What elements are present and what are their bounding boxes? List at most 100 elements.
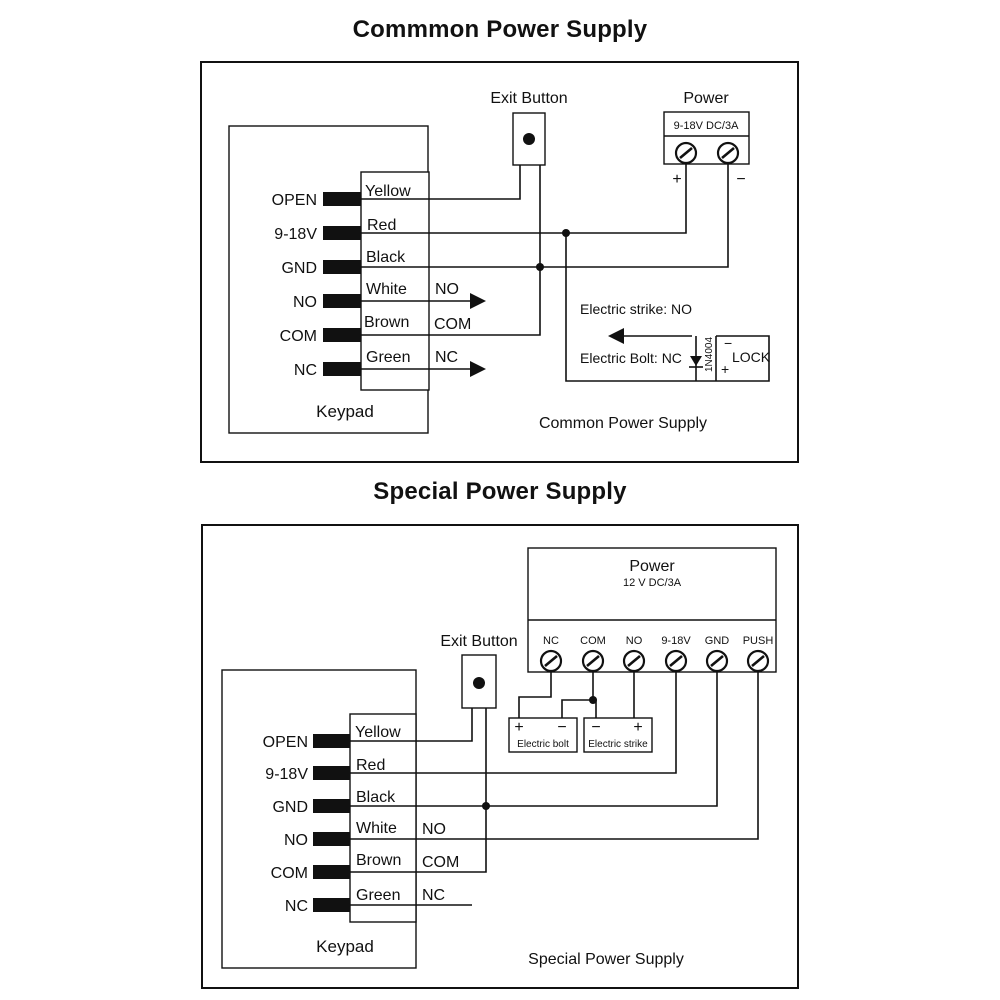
common-diode-label: 1N4004 (704, 337, 715, 372)
special-screw-nc (539, 649, 563, 673)
special-pin-open (313, 734, 350, 748)
common-junction-red (562, 229, 570, 237)
common-output-no: NO (435, 281, 459, 298)
special-wire-label-white: White (356, 820, 397, 837)
common-lock-label: LOCK (732, 349, 771, 365)
common-wire-label-green: Green (366, 349, 410, 366)
special-wire-label-brown: Brown (356, 852, 401, 869)
special-wire-terminal-strip (349, 713, 417, 923)
special-output-no: NO (422, 821, 446, 838)
special-power-spec: 12 V DC/3A (623, 577, 682, 589)
common-caption: Common Power Supply (539, 415, 707, 432)
common-power-title: Power (683, 90, 729, 107)
special-junction-gnd (482, 802, 490, 810)
special-keypad-label: Keypad (316, 937, 374, 956)
common-strike-arrow (608, 328, 624, 344)
common-pin-label-nc: NC (294, 362, 317, 379)
common-pin-no (323, 294, 361, 308)
common-exit-button-dot (523, 133, 535, 145)
common-power-plus-screw (674, 141, 698, 165)
special-strike-minus: − (591, 719, 600, 736)
special-pin-label-9-18v: 9-18V (265, 766, 308, 783)
special-pin-gnd (313, 799, 350, 813)
common-power-minus-sign: − (736, 171, 745, 188)
special-wire-label-black: Black (356, 789, 396, 806)
common-pin-open (323, 192, 361, 206)
special-electric-strike (583, 717, 653, 753)
common-pin-gnd (323, 260, 361, 274)
common-wire-label-yellow: Yellow (365, 183, 411, 200)
common-pin-com (323, 328, 361, 342)
special-terminal-com: COM (580, 635, 606, 647)
common-power-minus-screw (716, 141, 740, 165)
common-keypad-pins (323, 192, 361, 376)
common-keypad-label: Keypad (316, 402, 374, 421)
common-wires (361, 163, 770, 382)
special-output-nc: NC (422, 887, 445, 904)
special-terminal-labels: NC COM NO 9-18V GND PUSH (543, 635, 773, 647)
common-bolt-note: Electric Bolt: NC (580, 350, 682, 366)
special-screw-com (581, 649, 605, 673)
special-exit-button-label: Exit Button (440, 633, 517, 650)
common-nc-arrow (470, 361, 486, 377)
special-power-box (527, 547, 777, 673)
special-screw-gnd (705, 649, 729, 673)
special-wire-label-green: Green (356, 887, 400, 904)
special-screw-9-18v (664, 649, 688, 673)
common-wire-label-white: White (366, 281, 407, 298)
common-diagram-frame (200, 61, 799, 463)
special-wire-label-yellow: Yellow (355, 724, 401, 741)
common-strike-note: Electric strike: NO (580, 301, 692, 317)
bottom-diagram-title: Special Power Supply (373, 478, 627, 505)
special-exit-button-dot (473, 677, 485, 689)
special-terminal-no: NO (626, 635, 643, 647)
special-wires (350, 671, 759, 906)
special-terminal-push: PUSH (743, 635, 774, 647)
special-power-title: Power (629, 558, 675, 575)
special-keypad-pins (313, 734, 350, 912)
common-pin-label-9-18v: 9-18V (274, 226, 317, 243)
common-output-com: COM (434, 316, 471, 333)
common-wire-label-black: Black (366, 249, 406, 266)
common-power-plus-sign: + (672, 171, 681, 188)
special-wire-label-red: Red (356, 757, 385, 774)
common-wire-label-brown: Brown (364, 314, 409, 331)
special-pin-label-gnd: GND (272, 799, 308, 816)
common-lock-plus: + (721, 361, 729, 377)
special-screw-no (622, 649, 646, 673)
common-junction-black (536, 263, 544, 271)
common-pin-nc (323, 362, 361, 376)
special-bolt-plus: + (514, 719, 523, 736)
common-power-spec: 9-18V DC/3A (674, 120, 739, 132)
special-output-com: COM (422, 854, 459, 871)
top-diagram-title: Commmon Power Supply (352, 16, 648, 43)
special-terminal-nc: NC (543, 635, 559, 647)
common-no-arrow (470, 293, 486, 309)
special-diagram-frame (201, 524, 799, 989)
common-pin-label-gnd: GND (281, 260, 317, 277)
special-pin-9-18v (313, 766, 350, 780)
special-pin-label-com: COM (271, 865, 308, 882)
special-pin-label-nc: NC (285, 898, 308, 915)
common-exit-button-label: Exit Button (490, 90, 567, 107)
special-pin-label-no: NO (284, 832, 308, 849)
special-screw-push (746, 649, 770, 673)
special-pin-nc (313, 898, 350, 912)
common-wire-terminal-strip (360, 171, 430, 391)
special-bolt-label: Electric bolt (517, 739, 569, 750)
special-pin-label-open: OPEN (263, 734, 308, 751)
common-pin-9-18v (323, 226, 361, 240)
special-electric-bolt (508, 717, 578, 753)
special-pin-no (313, 832, 350, 846)
special-strike-plus: + (633, 719, 642, 736)
common-wire-label-red: Red (367, 217, 396, 234)
common-pin-label-com: COM (280, 328, 317, 345)
special-bolt-minus: − (557, 719, 566, 736)
diode-icon (690, 356, 702, 366)
special-caption: Special Power Supply (528, 951, 684, 968)
special-strike-label: Electric strike (588, 739, 648, 750)
common-lock-minus: − (724, 335, 732, 351)
common-pin-label-no: NO (293, 294, 317, 311)
common-pin-label-open: OPEN (272, 192, 317, 209)
